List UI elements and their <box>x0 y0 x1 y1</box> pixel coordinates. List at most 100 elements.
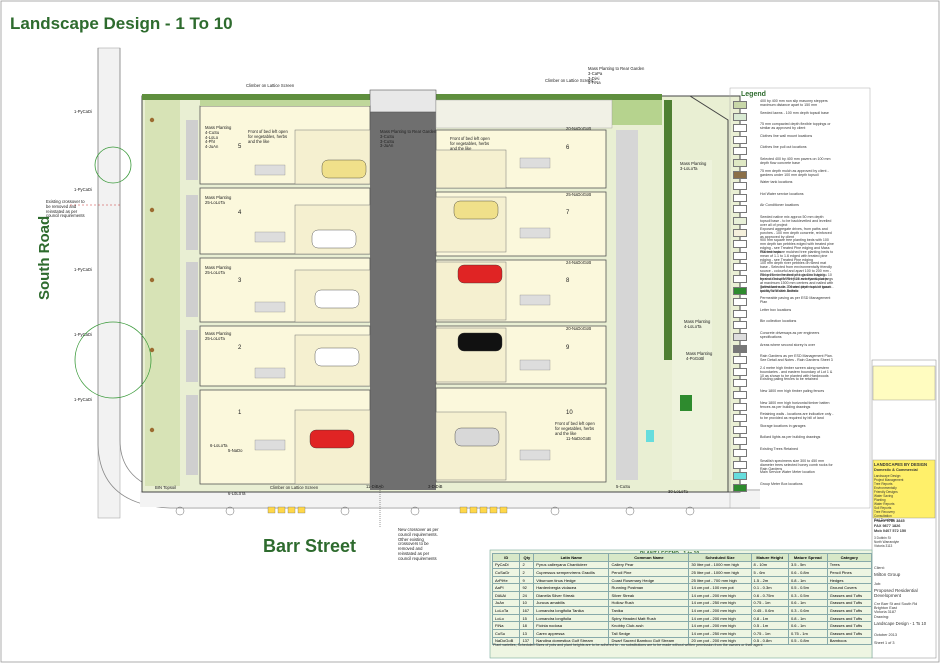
table-cell: Grasses and Tufts <box>826 628 873 638</box>
legend-swatch <box>733 286 747 295</box>
company-tag: Domestic & Commercial <box>874 468 918 472</box>
table-cell: Grasses and Tufts <box>826 621 873 630</box>
unit-number: 3 <box>238 278 242 284</box>
table-cell: Cupressus sempervirens Gracilis <box>533 568 610 577</box>
table-cell: 0.5 - 1m <box>750 621 789 630</box>
table-cell: Nandina domestica Gulf Stream <box>533 636 610 646</box>
legend-swatch <box>733 159 747 167</box>
table-cell: Grasses and Tufts <box>826 613 873 623</box>
legend-item: Main Service Water Meter location <box>733 470 833 483</box>
table-cell: 0.1 - 0.3m <box>750 583 789 592</box>
planting-note: Mass Planting 4-CuSu 4-LoLo 4-PhI 4-JuAn <box>205 125 232 150</box>
annotation: 1-PyCaDi <box>74 187 92 192</box>
planting-note: 11-NaDoGoB <box>566 436 591 441</box>
legend-swatch <box>733 298 747 307</box>
legend-text: Retaining walls - locations are indicati… <box>760 412 834 421</box>
annotation: New crossover as per council requirement… <box>398 527 439 561</box>
legend-swatch <box>733 251 747 260</box>
legend-text: 75 mm compacted depth flexible toppings … <box>760 122 831 131</box>
company-name: LANDSCAPES BY DESIGN <box>874 462 927 467</box>
central-driveway <box>370 100 436 490</box>
table-cell: Juncus amabilis <box>533 598 610 608</box>
table-cell: 2 <box>519 560 535 570</box>
legend-text: Existing paling fences to be retained <box>760 377 818 382</box>
legend-text: Turfed lawns on 100 mm depth topsoil bas… <box>760 284 834 293</box>
plant-table-header: Common Name <box>608 553 690 562</box>
table-cell: 0.75 - 1m <box>750 598 789 608</box>
legend-swatch <box>733 483 747 492</box>
table-cell: Knobby Club-rush <box>608 621 690 630</box>
table-cell: 0.6 - 1m <box>787 598 828 608</box>
table-cell: Trees <box>826 560 873 570</box>
barr-street-footpath <box>140 491 760 507</box>
table-cell: 25 litre pot - 700 mm high <box>688 575 752 585</box>
table-cell: 30 litre pot - 1000 mm high <box>688 560 752 570</box>
table-cell: Ground Covers <box>826 583 873 592</box>
legend-text: Bin collection locations <box>760 319 797 324</box>
company-mob: Mob 0407 572 150 <box>874 529 907 533</box>
table-cell: 5 - 6m <box>750 568 789 577</box>
table-cell: Coast Rosemary Hedge <box>608 575 690 585</box>
legend-swatch <box>733 472 747 481</box>
legend-text: Bollard lights as per building drawings <box>760 435 821 440</box>
table-cell: DiAiAi <box>491 590 521 600</box>
table-cell: Pyrus calleryana Chanticleer <box>533 560 610 570</box>
table-cell: 0.3 - 0.5m <box>787 590 828 600</box>
legend-swatch <box>733 309 747 318</box>
table-cell: 14 cm pot - 100 mm pot <box>688 583 752 592</box>
legend-item: 75 mm compacted depth flexible toppings … <box>733 122 833 135</box>
legend-text: Main Service Water Meter location <box>760 470 815 475</box>
annotation: Existing crossover to be removed and rei… <box>46 199 85 219</box>
planting-note: 6-LoLoTa <box>210 443 228 448</box>
planting-note: 24-NaDoGoB <box>566 260 592 265</box>
legend-item: Seeded native mix approx 50 mm depth top… <box>733 215 833 228</box>
legend-swatch <box>733 217 747 225</box>
planting-note: 5-NaDo <box>228 448 243 453</box>
legend-item: Concrete driveways as per engineers spec… <box>733 331 833 344</box>
legend-swatch <box>733 367 747 376</box>
legend-swatch <box>733 333 747 341</box>
south-road-footpath <box>97 47 121 519</box>
legend-text: Concrete driveways as per engineers spec… <box>760 331 820 339</box>
table-cell: 3.5 - 5m <box>787 560 828 570</box>
legend-title: Legend <box>741 91 766 98</box>
legend-swatch <box>733 193 747 202</box>
table-cell: 8 - 10m <box>750 560 789 570</box>
planting-note: Mass Planting 25-LoLoTa <box>205 195 232 205</box>
legend-text: Existing Trees Retained <box>760 447 798 451</box>
annotation: Mass Planting to Rear Garden 3-CuSu 3-Cu… <box>380 129 437 149</box>
table-cell: 1.5 - 2m <box>750 575 789 585</box>
legend-item: Rain Gardens as per ESD Management Plan.… <box>733 354 833 367</box>
legend-swatch <box>733 147 747 156</box>
legend-text: 75 by 25 mm treated pine garden edging -… <box>760 273 834 293</box>
table-cell: 0.6 - 0.75m <box>750 590 789 600</box>
legend-text: Smallish specimens size 300 to 450 mm di… <box>760 458 833 471</box>
legend-item: Turfed lawns on 100 mm depth topsoil bas… <box>733 284 834 298</box>
legend-item: 100 mm depth river pebbles on weed mat b… <box>733 261 833 281</box>
plant-table-header: ID <box>491 553 521 562</box>
unit-number: 8 <box>566 278 570 284</box>
legend-text: Seeded lawns - 100 mm depth topsoil base <box>760 110 829 115</box>
annotation: 1-PyCaDi <box>74 109 92 114</box>
company-phone: Phone 9750 3845 <box>874 519 905 523</box>
table-cell: 14 cm pot - 200 mm high <box>688 613 752 623</box>
annotation: 6-LoLoTa <box>228 491 246 496</box>
table-cell: 0.8 - 1m <box>787 613 828 623</box>
table-cell: 2 <box>519 568 535 577</box>
table-cell: 25 litre pot - 1000 mm high <box>688 568 752 577</box>
planting-note: Front of bed left open for vegetables, h… <box>555 421 595 436</box>
street-tree <box>74 321 152 399</box>
legend-text: 100 mm depth river pebbles on weed mat b… <box>760 261 832 282</box>
plant-footnote: Plant varieties, Scheduled Sizes of pots… <box>493 643 763 647</box>
planting-note: 25-NaDoGoB <box>566 192 592 197</box>
legend-text: Letter box locations <box>760 307 792 312</box>
annotation: 1-PyCaDi <box>74 397 92 402</box>
table-cell: 24 <box>519 590 535 600</box>
legend-swatch <box>733 101 747 109</box>
table-cell: JuAn <box>491 598 521 608</box>
table-cell: Pencil Pines <box>826 568 873 577</box>
